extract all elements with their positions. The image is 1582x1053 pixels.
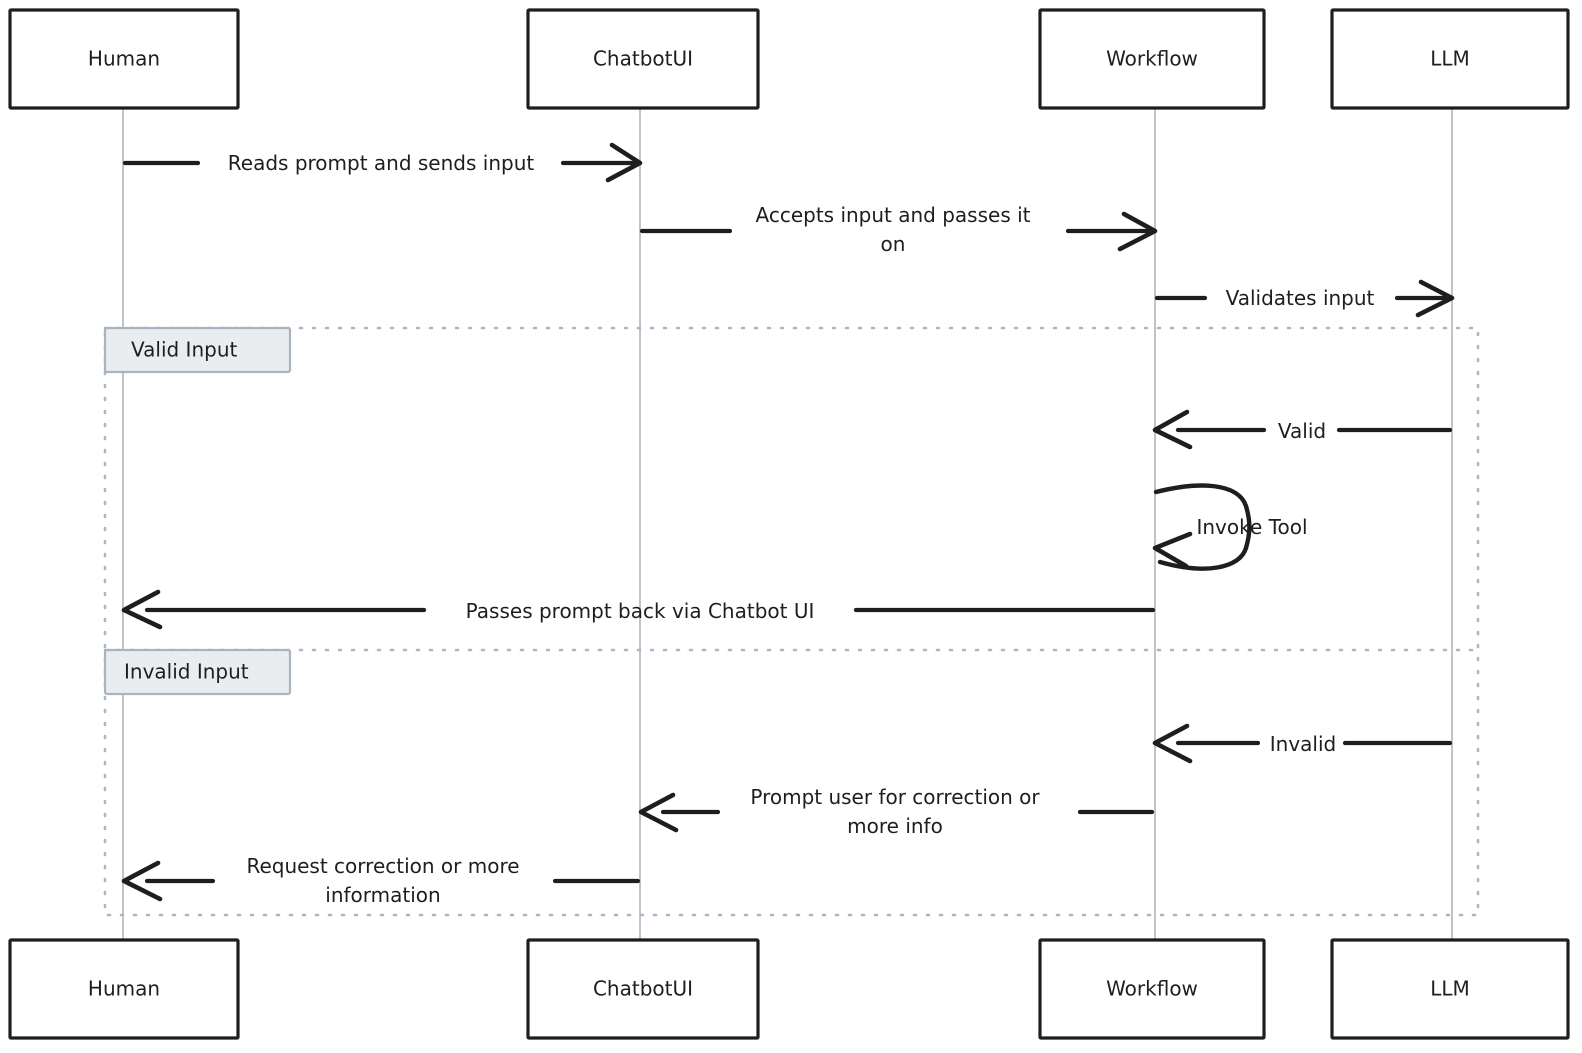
arrowhead-left-icon [1152, 409, 1193, 450]
message-accepts-input-and-passes-it-on[interactable]: Accepts input and passes it on [639, 203, 1158, 256]
participant-workflow-bottom-box [1038, 938, 1266, 1040]
message-label: Reads prompt and sends input [228, 151, 535, 175]
participant-human-bottom-label: Human [88, 977, 160, 1001]
participant-workflow[interactable]: Workflow [1038, 8, 1266, 110]
message-validates-input[interactable]: Validates input [1154, 279, 1455, 318]
arrowhead-left-icon [1152, 531, 1193, 569]
message-prompt-user-for-correction-or-more-info[interactable]: Prompt user for correction or more info [638, 785, 1155, 838]
participant-human-label: Human [88, 47, 160, 71]
participant-llm[interactable]: LLM [1330, 8, 1570, 110]
message-label-line2: on [881, 232, 906, 256]
message-label-line2: more info [847, 814, 943, 838]
message-label-line1: Prompt user for correction or [750, 785, 1040, 809]
participant-workflow-label: Workflow [1106, 47, 1198, 71]
participant-human-box [8, 8, 240, 110]
message-invalid[interactable]: Invalid [1152, 723, 1453, 764]
participant-human[interactable]: Human [8, 8, 240, 110]
message-label: Validates input [1226, 286, 1375, 310]
message-label-line1: Request correction or more [246, 854, 519, 878]
participant-llm-box [1330, 8, 1570, 110]
section-tag-valid-input-box [103, 326, 292, 374]
participant-workflow-bottom-label: Workflow [1106, 977, 1198, 1001]
lifelines-group [122, 108, 1453, 940]
participant-chatbotui-box [526, 8, 760, 110]
alt-frame-group [103, 326, 1480, 917]
message-label: Valid [1278, 419, 1326, 443]
section-tag-invalid-input[interactable]: Invalid Input [103, 648, 292, 696]
message-label: Passes prompt back via Chatbot UI [466, 599, 815, 623]
message-label-line2: information [325, 883, 440, 907]
message-reads-prompt-and-sends-input[interactable]: Reads prompt and sends input [122, 142, 643, 183]
participant-llm-bottom-box [1330, 938, 1570, 1040]
participant-chatbotui-bottom-box [526, 938, 760, 1040]
participant-llm-label: LLM [1430, 47, 1470, 71]
message-label: Invoke Tool [1196, 515, 1307, 539]
arrowhead-right-icon [605, 142, 643, 183]
participant-human-bottom[interactable]: Human [8, 938, 240, 1040]
participant-chatbotui-bottom[interactable]: ChatbotUI [526, 938, 760, 1040]
participant-workflow-box [1038, 8, 1266, 110]
alt-frame-border [103, 326, 1480, 917]
arrowhead-left-icon [1152, 723, 1193, 764]
arrowhead-right-icon [1415, 279, 1455, 318]
message-label-line1: Accepts input and passes it [756, 203, 1031, 227]
participant-chatbotui-label: ChatbotUI [593, 47, 693, 71]
arrowhead-left-icon [638, 792, 679, 833]
participant-llm-bottom-label: LLM [1430, 977, 1470, 1001]
participant-chatbotui[interactable]: ChatbotUI [526, 8, 760, 110]
arrowhead-left-icon [121, 860, 163, 902]
arrowhead-right-icon [1117, 211, 1158, 252]
section-tag-valid-input[interactable]: Valid Input [103, 326, 292, 374]
selfloop-path [1153, 483, 1252, 571]
participant-chatbotui-bottom-label: ChatbotUI [593, 977, 693, 1001]
participant-human-bottom-box [8, 938, 240, 1040]
section-tag-invalid-input-label: Invalid Input [124, 660, 249, 684]
message-request-correction-or-more-information[interactable]: Request correction or more information [121, 854, 641, 907]
message-label: Invalid [1270, 732, 1336, 756]
message-valid[interactable]: Valid [1152, 409, 1453, 450]
message-invoke-tool[interactable]: Invoke Tool [1152, 483, 1308, 571]
participant-workflow-bottom[interactable]: Workflow [1038, 938, 1266, 1040]
section-tag-invalid-input-box [103, 648, 292, 696]
arrowhead-left-icon [121, 589, 163, 630]
section-tag-valid-input-label: Valid Input [131, 338, 237, 362]
participant-llm-bottom[interactable]: LLM [1330, 938, 1570, 1040]
message-passes-prompt-back-via-chatbot-ui[interactable]: Passes prompt back via Chatbot UI [121, 589, 1156, 630]
